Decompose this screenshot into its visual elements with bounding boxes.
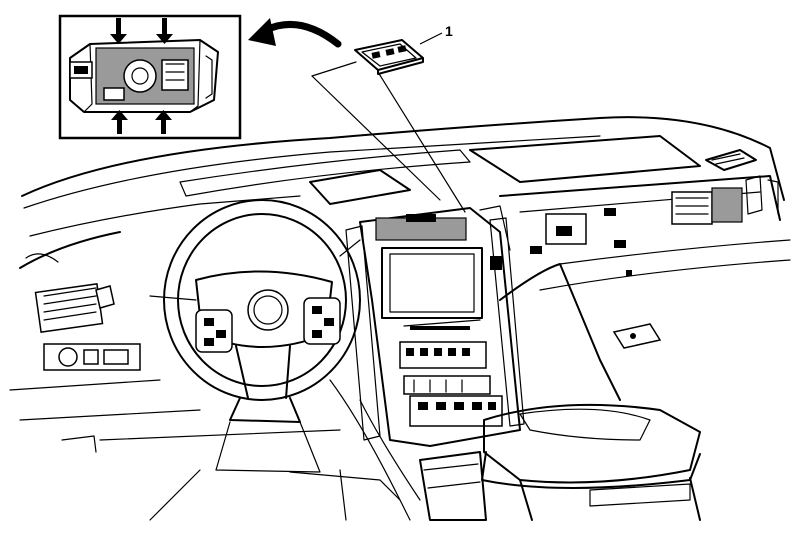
inset-detail bbox=[58, 14, 242, 140]
curved-arrow-icon bbox=[248, 18, 342, 48]
callout-1: 1 bbox=[419, 23, 453, 45]
direction-arrow-icon bbox=[110, 18, 127, 44]
lower-panels bbox=[99, 379, 421, 521]
direction-arrow-icon bbox=[111, 110, 128, 134]
component-module bbox=[354, 39, 424, 75]
center-console bbox=[419, 403, 701, 521]
center-stack bbox=[345, 205, 525, 447]
direction-arrow-icon bbox=[156, 18, 173, 44]
steering-wheel bbox=[149, 199, 361, 473]
leader-lines bbox=[311, 61, 466, 213]
callout-label: 1 bbox=[445, 23, 453, 39]
dashboard-outline bbox=[9, 116, 791, 453]
direction-arrow-icon bbox=[155, 110, 172, 134]
module-detail-illustration bbox=[69, 39, 219, 113]
